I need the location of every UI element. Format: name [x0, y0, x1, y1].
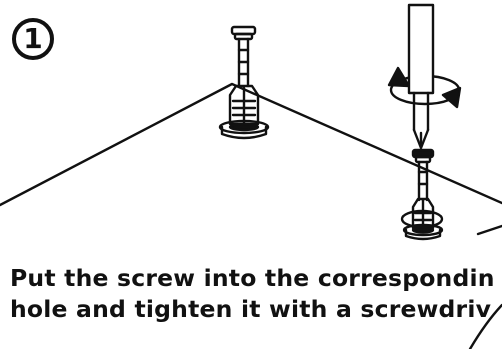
- board-panel: [0, 82, 502, 349]
- screw-icon: [402, 148, 444, 241]
- caption-line-1: Put the screw into the correspondin: [10, 264, 495, 292]
- caption-line-2: hole and tighten it with a screwdriv: [10, 295, 492, 323]
- screw-icon: [218, 25, 270, 140]
- screwdriver-icon: [407, 3, 435, 150]
- mounting-hole: [400, 209, 444, 229]
- step-number-badge: 1: [12, 18, 54, 60]
- step-number-text: 1: [23, 22, 43, 55]
- instruction-caption: Put the screw into the correspondin hole…: [10, 263, 502, 335]
